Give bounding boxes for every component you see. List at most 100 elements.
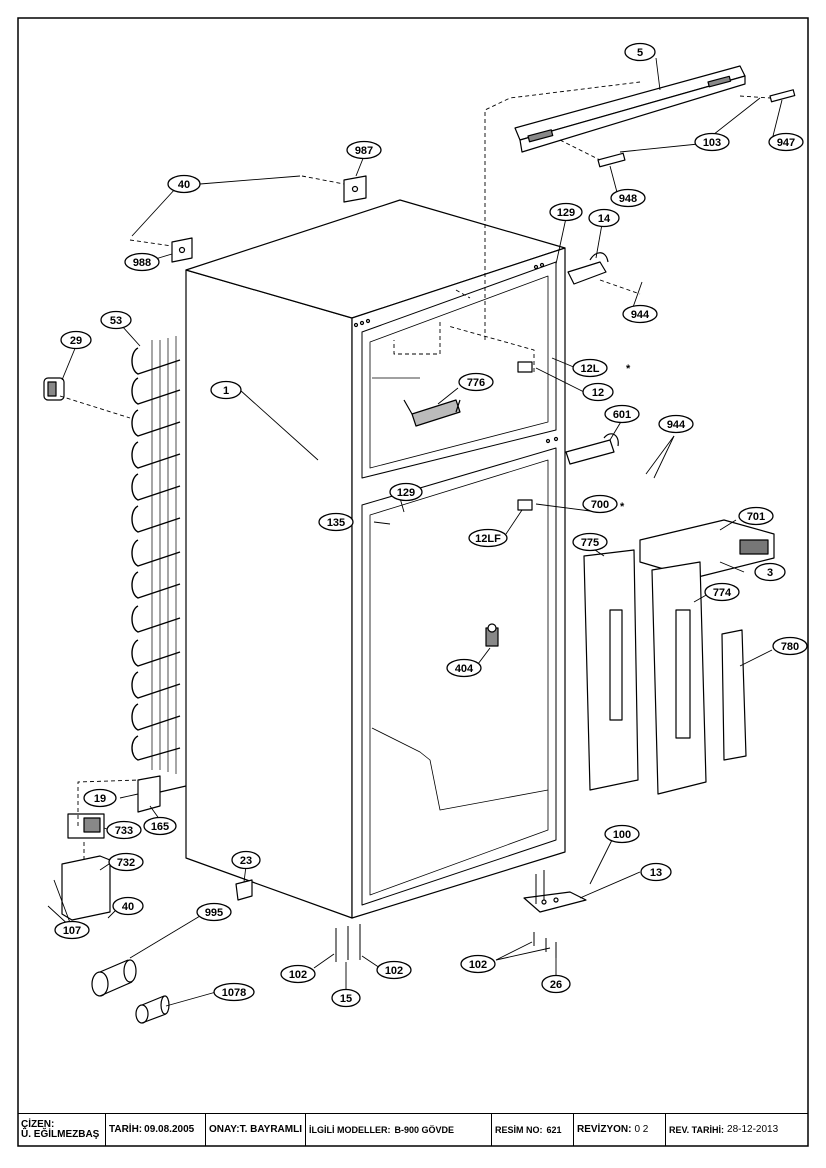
callout-bubble [446,658,482,678]
callout-bubble [280,964,316,984]
callout-bubble [346,140,382,160]
callout-12L: 12L [572,358,608,378]
callout-label: 129 [557,207,575,219]
title-block [18,1113,808,1146]
callout-947: 947 [768,132,804,152]
callout-bubble [231,850,261,870]
callout-label: 19 [94,793,106,805]
rev-date-value: 28-12-2013 [727,1124,779,1135]
panel-part-774 [651,561,707,795]
revision-label: REVİZYON: [577,1124,632,1135]
clip-part-947 [769,89,796,103]
panel-part-780 [721,629,747,761]
callout-label: 103 [703,137,721,149]
approval-cell: ONAY: T. BAYRAMLI [206,1113,306,1146]
callout-53: 53 [100,310,132,330]
condenser-coil [131,336,181,774]
panel-part-775 [583,549,639,791]
callout-label: 700 [591,499,609,511]
callout-label: 780 [781,641,799,653]
callout-1: 1 [210,380,242,400]
callout-label: 102 [469,959,487,971]
callout-948: 948 [610,188,646,208]
callout-bubble [541,974,571,994]
callout-label: 12L [581,363,600,375]
callout-733: 733 [106,820,142,840]
callout-bubble [624,42,656,62]
callout-label: 1078 [222,987,246,999]
callout-label: 601 [613,409,631,421]
callout-label: 995 [205,907,223,919]
callout-label: 14 [598,213,611,225]
callout-732: 732 [108,852,144,872]
callout-944: 944 [622,304,658,324]
callout-bubble [210,380,242,400]
date-value: 09.08.2005 [144,1124,195,1135]
rev-date-cell: REV. TARİHİ: 28-12-2013 [666,1113,808,1146]
callout-bubble [60,330,92,350]
callout-label: 1 [223,385,229,397]
drawn-by-cell: ÇİZEN: Ü. EĞİLMEZBAŞ [18,1113,106,1146]
callout-bubble [582,494,618,514]
callout-bubble [143,816,177,836]
callout-774: 774 [704,582,740,602]
callout-15: 15 [331,988,361,1008]
callout-bubble [754,562,786,582]
asterisk-marker: * [620,501,625,513]
drawing-no-label: RESİM NO: [495,1124,543,1135]
callout-label: 987 [355,145,373,157]
hinge-part-601 [565,433,619,465]
callout-bubble [704,582,740,602]
callout-label: 15 [340,993,352,1005]
callout-29: 29 [60,330,92,350]
callout-bubble [572,532,608,552]
callout-label: 776 [467,377,485,389]
models-value: B-900 GÖVDE [394,1124,455,1135]
callout-100: 100 [604,824,640,844]
lamp-housing-part-701 [639,519,775,579]
bracket-part-19 [137,775,187,813]
switch-part-700 [517,499,533,511]
callout-bubble [106,820,142,840]
callout-bubble [112,896,144,916]
callout-label: 774 [713,587,732,599]
revision-value: 0 2 [634,1124,649,1135]
callout-bubble [572,358,608,378]
callout-label: 102 [385,965,403,977]
sheet-border [17,17,809,1147]
hinge-part-14 [567,252,609,285]
rev-date-label: REV. TARİHİ: [669,1124,725,1135]
callout-bubble [604,404,640,424]
callout-775: 775 [572,532,608,552]
callout-23: 23 [231,850,261,870]
callout-404: 404 [446,658,482,678]
callout-label: 100 [613,829,631,841]
foot-part-23 [235,879,253,901]
approval-value: T. BAYRAMLI [239,1124,302,1135]
switch-part-12 [517,361,533,373]
callout-label: 13 [650,867,662,879]
callout-bubble [738,506,774,526]
callout-label: 948 [619,193,637,205]
screw-parts [335,870,557,962]
callout-bubble [389,482,423,502]
plug-part-29 [43,377,65,401]
callout-label: 135 [327,517,345,529]
callout-bubble [376,960,412,980]
date-cell: TARİH: 09.08.2005 [106,1113,206,1146]
callout-40: 40 [167,174,201,194]
drawing-no-value: 621 [546,1124,562,1135]
cover-box-part-732 [61,855,111,921]
callout-bubble [549,202,583,222]
callout-bubble [768,132,804,152]
callout-label: 775 [581,537,599,549]
callout-bubble [318,512,354,532]
callout-988: 988 [124,252,160,272]
callout-bubble [582,382,614,402]
top-cover-part-5 [514,65,746,153]
callout-label: 3 [767,567,773,579]
callout-label: 701 [747,511,765,523]
revision-cell: REVİZYON: 0 2 [574,1113,666,1146]
